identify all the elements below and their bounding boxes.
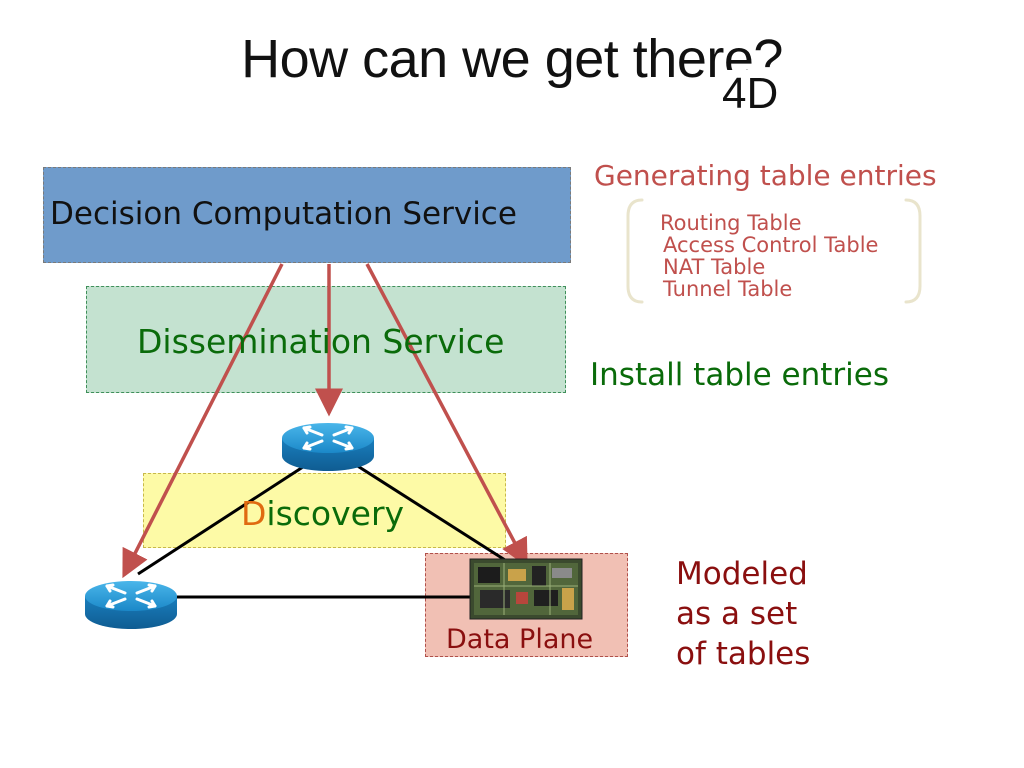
discovery-label: Discovery (241, 494, 404, 533)
decision-computation-label: Decision Computation Service (50, 196, 517, 232)
dissemination-label: Dissemination Service (137, 322, 505, 361)
link-router-top-to-board (355, 463, 506, 562)
router-icon (85, 581, 177, 629)
discovery-initial: D (241, 494, 267, 533)
table-access-control: Access Control Table (663, 233, 879, 257)
arrow-to-data-plane (365, 263, 528, 568)
generating-table-entries: Generating table entries (594, 159, 937, 192)
data-plane-label: Data Plane (446, 624, 594, 655)
arrow-to-left-router (122, 263, 284, 579)
slide-title: How can we get there? (241, 29, 783, 89)
table-routing: Routing Table (660, 211, 802, 235)
modeled-line-2: as a set (676, 596, 798, 632)
install-table-entries: Install table entries (590, 357, 889, 393)
switch-board-icon (469, 558, 583, 620)
discovery-rest: iscovery (266, 494, 405, 533)
router-icon (282, 423, 374, 471)
table-nat: NAT Table (663, 255, 766, 279)
link-router-top-to-left (137, 463, 307, 576)
modeled-line-3: of tables (676, 636, 811, 672)
table-list: Routing Table Access Control Table NAT T… (660, 212, 878, 300)
brace-icon (626, 198, 922, 304)
dissemination-box (86, 286, 566, 393)
title-overlay-4d: 4D (720, 69, 781, 118)
modeled-as-tables: Modeled as a set of tables (676, 554, 810, 674)
table-tunnel: Tunnel Table (663, 277, 793, 301)
discovery-box (143, 473, 506, 548)
decision-computation-box (43, 167, 571, 263)
modeled-line-1: Modeled (676, 556, 808, 592)
